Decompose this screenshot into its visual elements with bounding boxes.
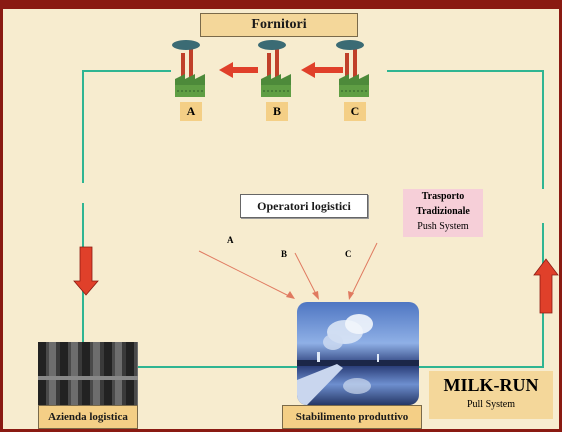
route-b-head [312, 291, 319, 300]
milk-run-box: MILK-RUN Pull System [429, 371, 553, 419]
supplier-label-b: B [266, 102, 288, 121]
route-label-a: A [227, 235, 234, 245]
loop-line-left-top [82, 70, 171, 183]
factory-c-icon [336, 40, 369, 97]
down-arrow [73, 246, 99, 296]
route-a-arrow [198, 250, 292, 298]
arrow-b-to-a [219, 62, 258, 78]
up-arrow [533, 258, 559, 314]
milk-run-title: MILK-RUN [443, 375, 539, 395]
plant-image [297, 302, 419, 405]
production-plant-label: Stabilimento produttivo [282, 405, 422, 429]
loop-line-bottom-right [419, 223, 544, 368]
route-b-arrow [294, 252, 318, 297]
route-label-c: C [345, 249, 352, 259]
logistics-company-label: Azienda logistica [38, 405, 138, 429]
traditional-line-1: Trasporto [421, 191, 465, 202]
supplier-label-a: A [180, 102, 202, 121]
warehouse-image [38, 342, 138, 405]
factory-a-icon [172, 40, 205, 97]
traditional-transport-box: Trasporto Tradizionale Push System [403, 189, 483, 237]
pull-system-label: Pull System [466, 399, 516, 410]
route-c-head [348, 291, 354, 300]
route-label-b: B [281, 249, 288, 259]
push-system-label: Push System [417, 221, 469, 232]
plant-illustration [297, 314, 419, 405]
factory-b-icon [258, 40, 291, 97]
flow-lines [73, 40, 559, 368]
route-c-arrow [350, 242, 378, 297]
loop-line-right-top [387, 70, 544, 189]
route-a-head [286, 291, 295, 299]
traditional-line-2: Tradizionale [416, 206, 470, 217]
diagram-canvas: Fornitori A B C Operatori logistici Tras… [3, 3, 559, 429]
supplier-label-c: C [344, 102, 366, 121]
arrow-c-to-b [301, 62, 343, 78]
suppliers-title: Fornitori [200, 13, 358, 37]
logistics-operators-box: Operatori logistici [240, 194, 368, 218]
